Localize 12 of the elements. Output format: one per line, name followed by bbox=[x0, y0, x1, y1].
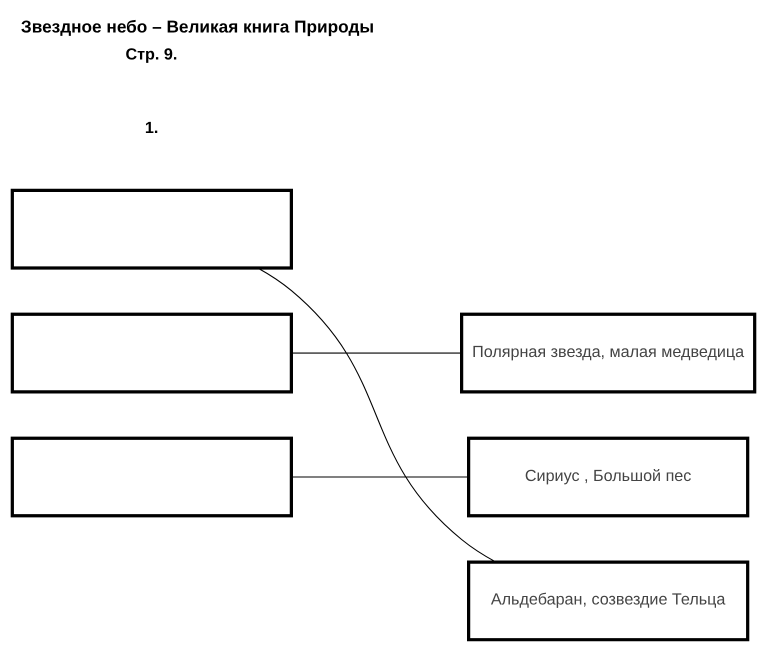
node-box bbox=[10, 188, 293, 270]
label: Стр. 9. bbox=[125, 44, 178, 63]
node-box: Сириус , Большой пес bbox=[467, 436, 750, 517]
node-box: Полярная звезда, малая медведица bbox=[460, 312, 756, 393]
connector bbox=[292, 352, 462, 354]
connector bbox=[258, 267, 496, 562]
connector bbox=[292, 476, 468, 478]
label: 1. bbox=[144, 118, 158, 136]
node-box bbox=[10, 436, 293, 517]
node-box: Альдебаран, созвездие Тельца bbox=[467, 560, 750, 641]
diagram-title: Звездное небо – Великая книга Природы bbox=[20, 16, 374, 36]
node-box bbox=[10, 312, 293, 393]
